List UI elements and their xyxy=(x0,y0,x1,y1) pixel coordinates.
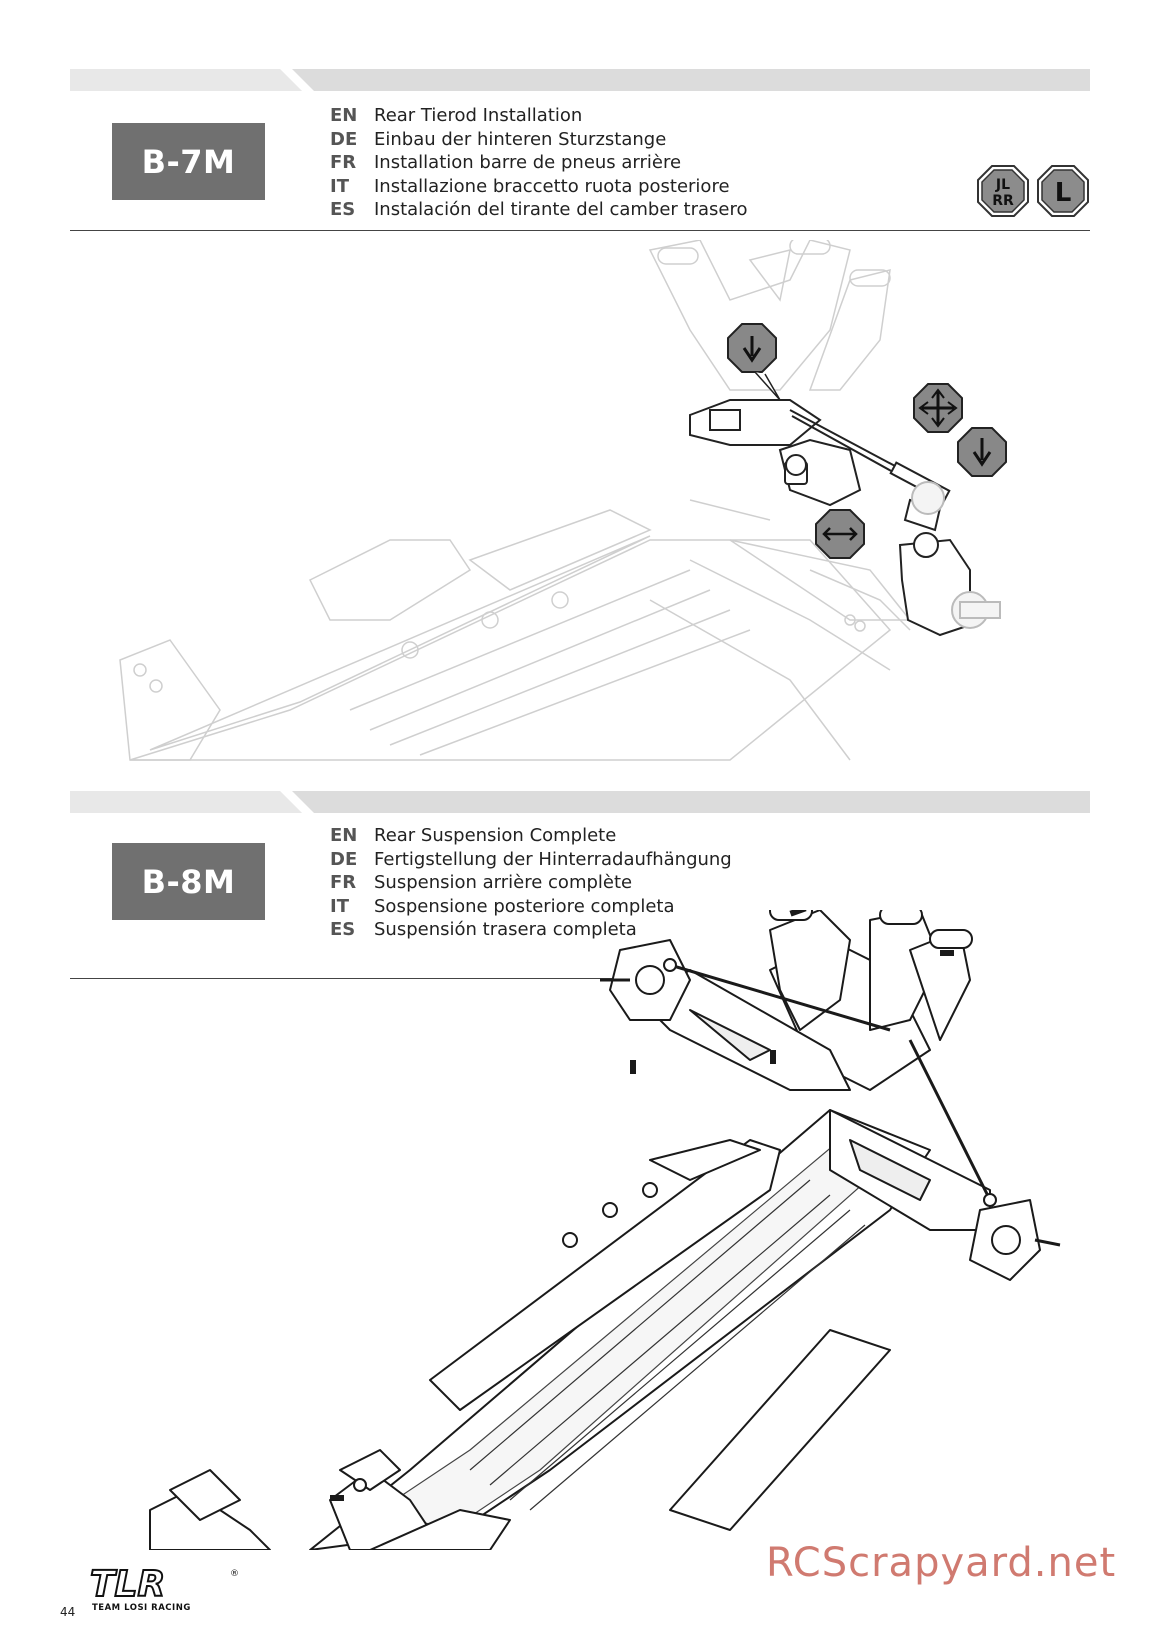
language-code: EN xyxy=(330,105,358,126)
language-code: EN xyxy=(330,825,358,846)
instruction-list: EN Rear Suspension Complete DE Fertigste… xyxy=(330,824,732,942)
instruction-text: Instalación del tirante del camber trase… xyxy=(374,199,748,220)
tlr-logo: TLR ® TEAM LOSI RACING xyxy=(89,1564,238,1613)
language-code: IT xyxy=(330,895,349,917)
instruction-text: Installazione braccetto ruota posteriore xyxy=(374,175,730,197)
callout-four-way-arrow-icon xyxy=(913,383,963,433)
instruction-row: EN Rear Suspension Complete xyxy=(330,824,732,848)
language-code: DE xyxy=(330,848,358,870)
step-badge: B-7M xyxy=(112,123,265,200)
tlr-logo-subtext: TEAM LOSI RACING xyxy=(92,1603,191,1613)
language-code: FR xyxy=(330,152,357,173)
instruction-text: Installation barre de pneus arrière xyxy=(374,152,682,173)
instruction-row: ES Suspensión trasera completa xyxy=(330,918,732,942)
instruction-row: ES Instalación del tirante del camber tr… xyxy=(330,198,748,222)
section-divider xyxy=(70,978,635,979)
section-header-bar xyxy=(70,69,1090,91)
instruction-row: IT Installazione braccetto ruota posteri… xyxy=(330,175,748,199)
instruction-text: Suspension arrière complète xyxy=(374,872,633,893)
svg-text:®: ® xyxy=(230,1569,238,1579)
instruction-text: Sospensione posteriore completa xyxy=(374,895,675,917)
section-divider xyxy=(70,230,1090,231)
section-header-bar xyxy=(70,791,1090,813)
language-code: FR xyxy=(330,872,357,893)
watermark: RCScrapyard.net xyxy=(766,1540,1117,1586)
step-icons: JL RR L xyxy=(976,164,1090,218)
instruction-text: Suspensión trasera completa xyxy=(374,919,637,940)
instruction-text: Rear Tierod Installation xyxy=(374,105,583,126)
left-side-L-icon: L xyxy=(1037,165,1089,217)
instruction-text: Einbau der hinteren Sturzstange xyxy=(374,128,667,150)
language-code: IT xyxy=(330,175,349,197)
svg-text:RR: RR xyxy=(992,193,1014,209)
language-code: ES xyxy=(330,919,356,940)
tlr-logo-mark: TLR xyxy=(90,1564,165,1605)
instruction-row: DE Fertigstellung der Hinterradaufhängun… xyxy=(330,848,732,872)
language-code: ES xyxy=(330,199,356,220)
instruction-row: FR Suspension arrière complète xyxy=(330,871,732,895)
left-right-reversal-icon: JL RR xyxy=(977,165,1029,217)
language-code: DE xyxy=(330,128,358,150)
instruction-row: FR Installation barre de pneus arrière xyxy=(330,151,748,175)
instruction-row: DE Einbau der hinteren Sturzstange xyxy=(330,128,748,152)
callout-down-arrow-icon xyxy=(957,427,1007,477)
step-badge: B-8M xyxy=(112,843,265,920)
rear-suspension-complete-diagram xyxy=(149,910,1061,1550)
svg-text:JL: JL xyxy=(995,177,1010,193)
instruction-row: IT Sospensione posteriore completa xyxy=(330,895,732,919)
rear-tierod-installation-diagram xyxy=(119,240,1007,761)
svg-text:L: L xyxy=(1055,178,1072,208)
instruction-text: Fertigstellung der Hinterradaufhängung xyxy=(374,848,732,870)
page-number: 44 xyxy=(60,1605,76,1619)
instruction-row: EN Rear Tierod Installation xyxy=(330,104,748,128)
callout-down-arrow-icon xyxy=(727,323,781,401)
callout-horizontal-adjust-icon xyxy=(815,509,865,559)
instruction-text: Rear Suspension Complete xyxy=(374,825,617,846)
instruction-list: EN Rear Tierod Installation DE Einbau de… xyxy=(330,104,748,222)
